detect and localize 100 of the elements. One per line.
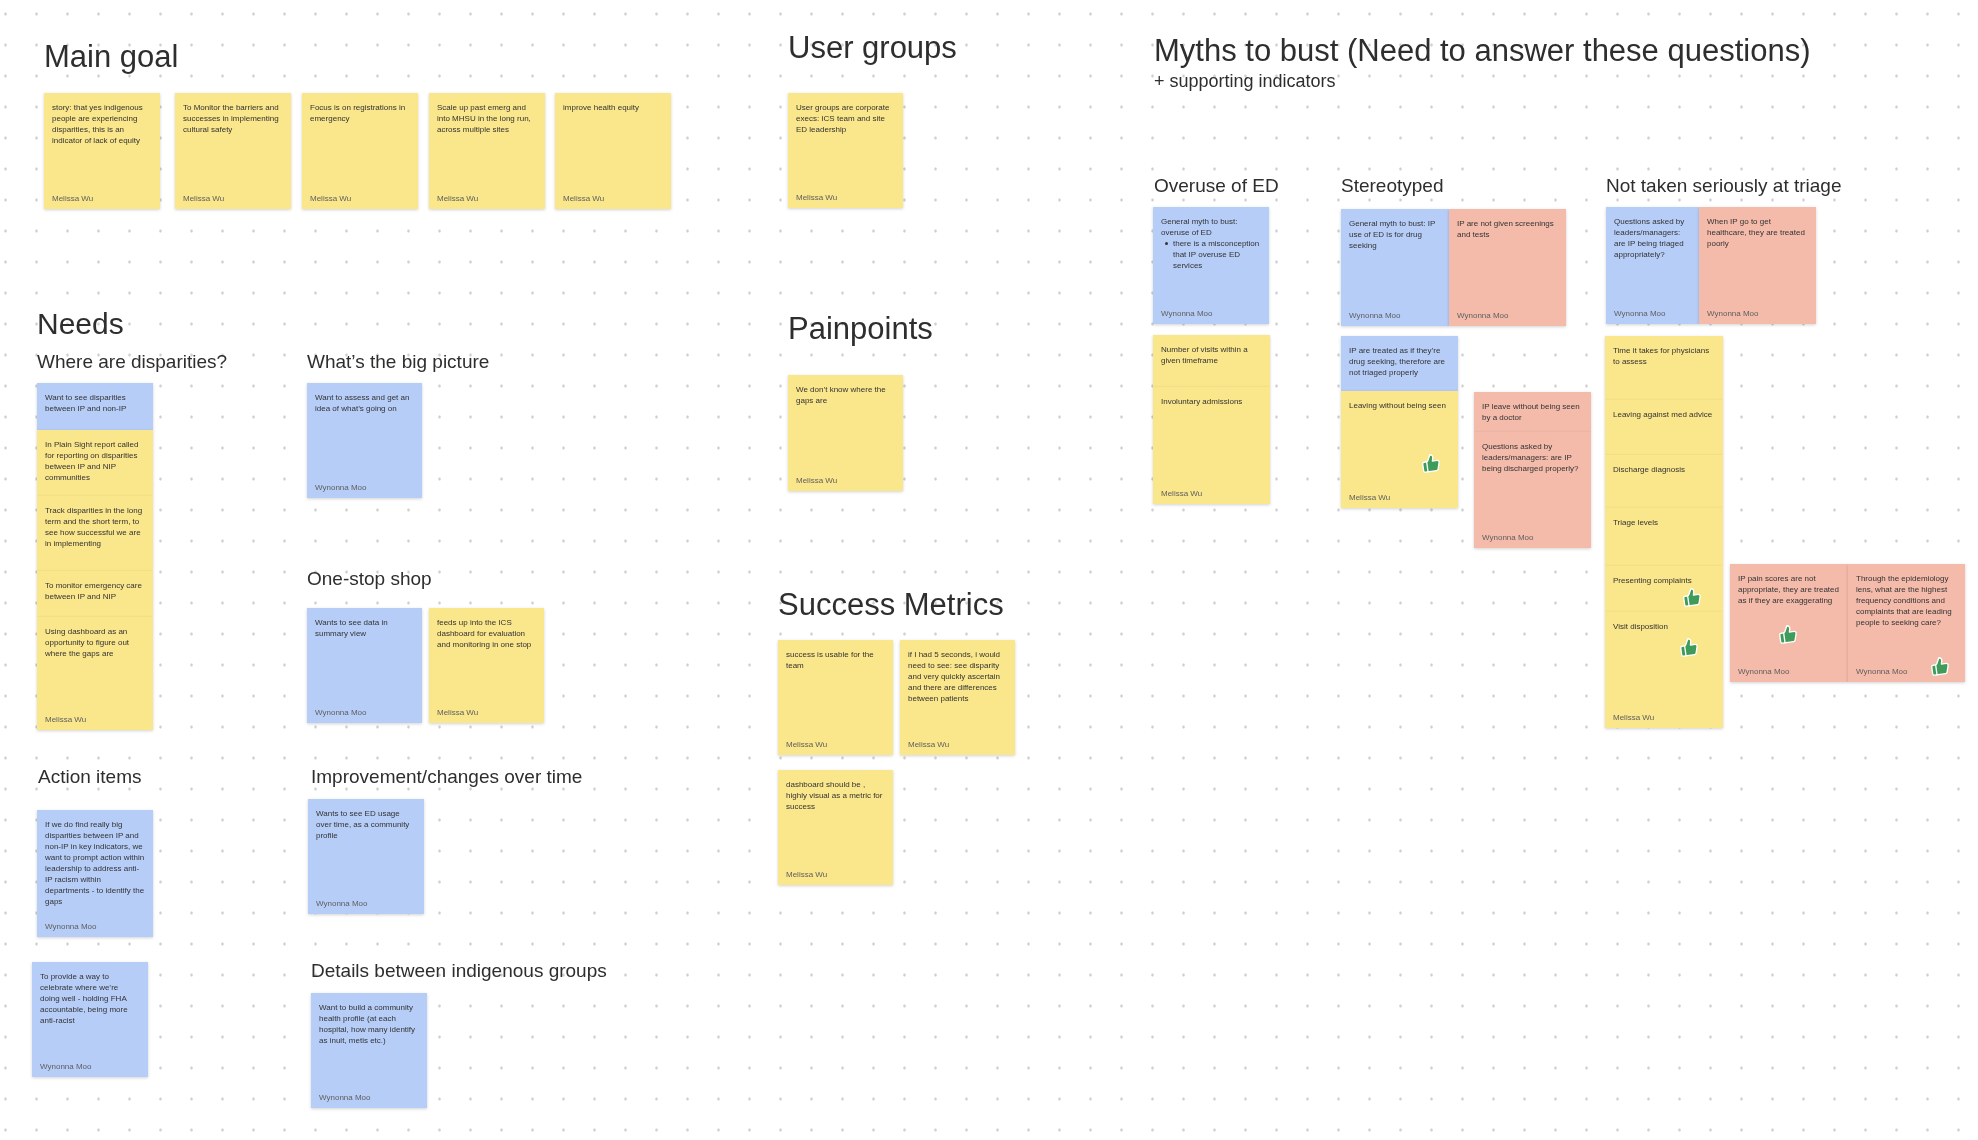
author-name: Wynonna Moo [1457,311,1509,321]
author-name: Wynonna Moo [45,922,97,932]
note-text: IP leave without being seen by a doctor [1482,401,1581,423]
sticky-note [1341,209,1449,326]
section-heading: Not taken seriously at triage [1606,175,1842,198]
sticky-note [37,430,153,496]
note-text: Involuntary admissions [1161,396,1244,407]
note-text: IP pain scores are not appropriate, they are treated as if they are exaggerating [1738,573,1840,606]
section-heading: Myths to bust (Need to answer these questions) [1154,32,1811,70]
sticky-note [311,993,427,1108]
note-text: User groups are corporate execs: ICS team and site ED leadership [796,102,891,135]
author-name: Melissa Wu [1161,489,1203,499]
author-name: Melissa Wu [908,740,950,750]
note-text: In Plain Sight report called for reporting on disparities between IP and NIP communities [45,439,140,483]
section-heading: Stereotyped [1341,175,1444,198]
note-text: Leaving against med advice [1613,409,1714,420]
sticky-note [302,93,418,209]
note-text: Want to assess and get an idea of what’s going on [315,392,411,414]
note-text: success is usable for the team [786,649,875,671]
section-heading: Overuse of ED [1154,175,1279,198]
author-name: Melissa Wu [1613,713,1655,723]
note-text: Focus is on registrations in emergency [310,102,407,124]
note-text: If we do find really big disparities between IP and non-IP in key indicators, we want to prompt action within leadership to address anti-IP racism within departments - to identify the gaps [45,819,145,907]
sticky-note [1474,432,1591,548]
author-name: Wynonna Moo [319,1093,371,1103]
author-name: Melissa Wu [796,476,838,486]
note-text: Scale up past emerg and into MHSU in the long run, across multiple sites [437,102,532,135]
note-text: Visit disposition [1613,621,1669,632]
sticky-note [32,962,148,1077]
sticky-note [1699,207,1816,324]
note-text: story: that yes indigenous people are experiencing disparities, this is an indicator of lack of equity [52,102,144,146]
author-name: Melissa Wu [52,194,94,204]
section-heading: Improvement/changes over time [311,766,583,789]
note-text: Triage levels [1613,517,1660,528]
section-heading: One-stop shop [307,568,432,591]
sticky-note [788,375,903,491]
sticky-note [1153,387,1270,504]
section-heading: User groups [788,29,957,67]
section-heading: Main goal [44,38,179,76]
section-heading: Success Metrics [778,586,1004,624]
author-name: Wynonna Moo [40,1062,92,1072]
note-text: Discharge diagnosis [1613,464,1687,475]
sticky-note [1848,564,1965,682]
note-text: Want to see disparities between IP and non-IP [45,392,128,414]
sticky-note [555,93,671,209]
section-heading: Details between indigenous groups [311,960,607,983]
note-text: Using dashboard as an opportunity to figure out where the gaps are [45,626,131,659]
note-text: When IP go to get healthcare, they are treated poorly [1707,216,1806,249]
sticky-note [778,640,893,755]
author-name: Melissa Wu [563,194,605,204]
section-heading: + supporting indicators [1154,71,1336,93]
note-text: General myth to bust: IP use of ED is for drug seeking [1349,218,1437,251]
sticky-note [44,93,160,209]
sticky-note [1341,391,1458,508]
section-heading: Where are disparities? [37,351,228,374]
author-name: Melissa Wu [786,740,828,750]
section-heading: Painpoints [788,310,933,348]
author-name: Melissa Wu [437,194,479,204]
sticky-note [1605,400,1723,455]
note-text: Presenting complaints [1613,575,1693,586]
note-text: Track disparities in the long term and the short term, to see how successful we are in implementing [45,505,144,549]
author-name: Wynonna Moo [1856,667,1908,677]
author-name: Melissa Wu [796,193,838,203]
sticky-note [307,383,422,498]
note-text: feeds up into the ICS dashboard for evaluation and monitoring in one stop [437,617,533,650]
note-text: To provide a way to celebrate where we’re doing well - holding FHA accountable, being more anti-racist [40,971,129,1026]
note-text: Time it takes for physicians to assess [1613,345,1711,367]
author-name: Wynonna Moo [1707,309,1759,319]
author-name: Melissa Wu [1349,493,1391,503]
note-text: Leaving without being seen [1349,400,1447,411]
sticky-note [1605,455,1723,508]
note-text: We don’t know where the gaps are [796,384,887,406]
sticky-note [788,93,903,208]
sticky-note [429,93,545,209]
note-text: improve health equity [563,102,641,113]
note-text: To monitor emergency care between IP and NIP [45,580,143,602]
sticky-note [175,93,291,209]
note-text: there is a misconception that IP overuse ED services [1173,238,1261,271]
sticky-note [1153,335,1270,387]
note-text: Number of visits within a given timeframe [1161,344,1249,366]
sticky-note [1341,336,1458,391]
sticky-note [37,383,153,430]
sticky-note [37,617,153,730]
sticky-note [1605,612,1723,728]
sticky-note [1474,392,1591,432]
author-name: Melissa Wu [786,870,828,880]
sticky-note [307,608,422,723]
note-text: Wants to see ED usage over time, as a community profile [316,808,411,841]
sticky-note [308,799,424,914]
sticky-note [1153,207,1269,324]
sticky-note [1606,207,1699,324]
sticky-note [429,608,544,723]
author-name: Melissa Wu [183,194,225,204]
sticky-note [37,810,153,937]
note-text: To Monitor the barriers and successes in implementing cultural safety [183,102,280,135]
note-text: Questions asked by leaders/managers: are IP being triaged appropriately? [1614,216,1686,260]
note-text: IP are treated as if they’re drug seeking, therefore are not triaged properly [1349,345,1447,378]
note-text: dashboard should be , highly visual as a metric for success [786,779,884,812]
author-name: Melissa Wu [45,715,87,725]
sticky-note [37,496,153,571]
